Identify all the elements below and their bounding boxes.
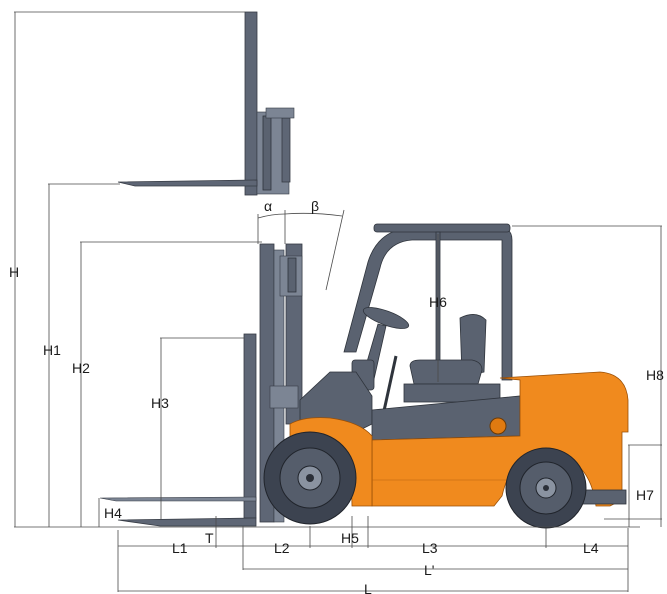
- label-h6: H6: [429, 294, 447, 310]
- label-alpha: α: [264, 198, 272, 214]
- dimension-labels: H H1 H2 H3 H4 H5 H6 H7 H8 L1 T L2 L3 L4 …: [9, 198, 664, 594]
- truck-body: [289, 371, 629, 507]
- label-h2: H2: [72, 360, 90, 376]
- label-h7: H7: [636, 487, 654, 503]
- front-wheel: [263, 431, 357, 525]
- label-l1: L1: [172, 540, 188, 556]
- label-beta: β: [311, 198, 319, 214]
- label-h5: H5: [341, 530, 359, 546]
- rear-wheel: [505, 447, 587, 529]
- label-t: T: [205, 530, 214, 546]
- seat: [403, 314, 501, 403]
- mast: [99, 243, 303, 527]
- label-h4: H4: [104, 505, 122, 521]
- label-l3: L3: [422, 540, 438, 556]
- label-l: L: [364, 581, 372, 594]
- label-l2: L2: [274, 540, 290, 556]
- dimension-lines: [14, 11, 662, 592]
- label-l4: L4: [583, 540, 599, 556]
- label-h8: H8: [646, 367, 664, 383]
- label-l-prime: L': [424, 562, 434, 578]
- label-h3: H3: [151, 395, 169, 411]
- raised-carriage: [117, 11, 295, 196]
- label-h1: H1: [43, 342, 61, 358]
- label-h: H: [9, 264, 19, 280]
